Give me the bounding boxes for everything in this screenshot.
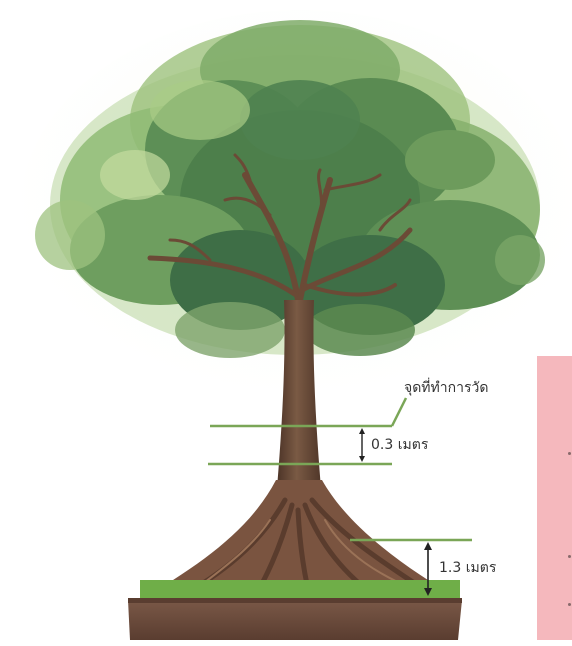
- ground-height-label: 1.3 เมตร: [439, 557, 496, 579]
- double-arrow-icon: [359, 428, 365, 462]
- measure-point-label: จุดที่ทำการวัด: [404, 377, 488, 399]
- panel-edge-mark: [568, 555, 571, 558]
- panel-edge-mark: [568, 452, 571, 455]
- label-pointer-line: [392, 398, 406, 426]
- panel-edge-mark: [568, 603, 571, 606]
- grass-strip: [140, 580, 460, 600]
- upper-gap-label: 0.3 เมตร: [371, 434, 428, 456]
- soil-ground: [128, 600, 462, 640]
- side-panel: [537, 356, 572, 640]
